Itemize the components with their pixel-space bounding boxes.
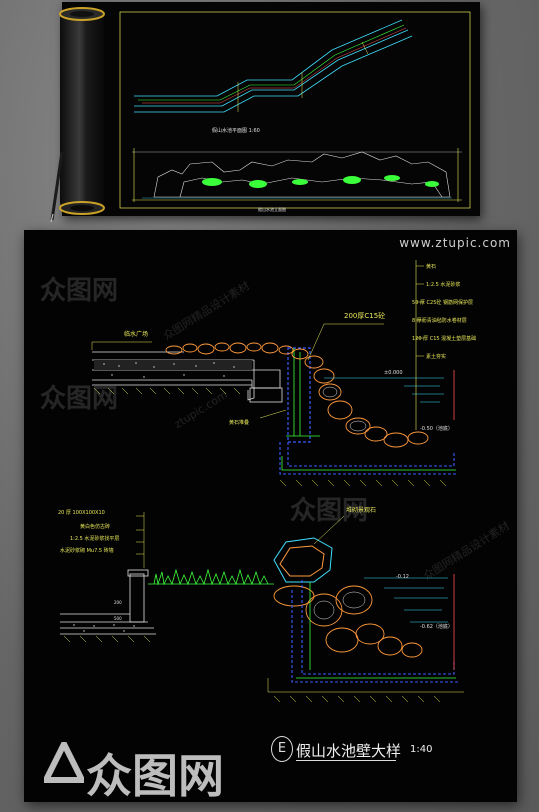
wall-detail-drawing: 临水广场 200厚C15砼 黄石堆叠 ±0.000 -0.50（池底） 黄石 1… xyxy=(58,260,476,703)
edge-layer-3: 1:2.5 水泥砂浆找平层 xyxy=(70,535,119,542)
bottom-brand-logo xyxy=(41,737,87,788)
edge-layer-1: 20 厚 100X100X10 xyxy=(58,510,105,516)
watermark-url: www.ztupic.com xyxy=(399,236,511,250)
wall-label: 200厚C15砼 xyxy=(344,311,385,320)
upper-layer-5: 120 厚 C15 混凝土垫层基础 xyxy=(412,335,476,342)
top-drawing-sheet: 假山水池平面图 1:60 假山水池立面图 xyxy=(62,2,480,216)
elevation-plants xyxy=(202,175,439,188)
level-b: -0.62（池底） xyxy=(420,623,453,630)
dim-b: 500 xyxy=(114,616,122,621)
edge-layer-4: 水泥砂浆砌 Mu7.5 砖墙 xyxy=(60,547,114,554)
title-underline xyxy=(296,760,396,761)
rolled-paper-tube xyxy=(46,4,118,216)
lower-rock-label: 堆砌景观石 xyxy=(346,506,376,514)
lower-big-rock xyxy=(273,537,333,583)
level-zero: ±0.000 xyxy=(384,370,403,376)
deck-aggregate xyxy=(103,362,235,378)
watermark-logo-2: 众图网 xyxy=(40,384,119,414)
upper-layer-2: 1:2.5 水泥砂浆 xyxy=(426,281,460,288)
upper-rocks xyxy=(165,342,429,448)
brand-mark-icon xyxy=(41,737,87,783)
detail-marker: E xyxy=(271,736,293,762)
drawing-scale: 1:40 xyxy=(410,744,433,755)
elevation-rockery xyxy=(153,151,451,198)
rock-label: 黄石堆叠 xyxy=(229,419,249,426)
watermark-logo-3: 众图网 xyxy=(290,496,369,526)
drawing-title: 假山水池壁大样 xyxy=(296,742,402,760)
level-a: -0.12 xyxy=(396,574,409,580)
bottom-brand-text: 众图网 xyxy=(86,749,224,803)
upper-layer-1: 黄石 xyxy=(426,263,436,270)
deck-label: 临水广场 xyxy=(124,330,148,338)
level-bottom: -0.50（池底） xyxy=(420,425,453,432)
lower-section: 20 厚 100X100X10 黄白色仿古砖 1:2.5 水泥砂浆找平层 水泥砂… xyxy=(58,506,464,703)
watermark-logo-1: 众图网 xyxy=(40,276,119,306)
grass-strip xyxy=(148,568,274,586)
top-sheet-frame xyxy=(119,11,471,209)
pond-plan xyxy=(134,19,413,113)
upper-layer-3: 50 厚 C25砼 钢筋网保护层 xyxy=(412,299,473,306)
dim-a: 200 xyxy=(114,600,122,605)
elevation-caption: 假山水池立面图 xyxy=(258,206,286,212)
upper-section: 临水广场 200厚C15砼 黄石堆叠 ±0.000 -0.50（池底） 黄石 1… xyxy=(91,260,476,487)
top-sheet-drawing: 假山水池平面图 1:60 假山水池立面图 xyxy=(119,11,471,212)
upper-layer-4: 8 厚沥青油毡防水卷材层 xyxy=(412,317,467,324)
lower-rocks xyxy=(273,585,423,658)
main-drawing-sheet xyxy=(24,230,517,802)
upper-layer-6: 素土夯实 xyxy=(426,353,446,360)
plan-caption: 假山水池平面图 1:60 xyxy=(212,127,260,134)
pen-icon xyxy=(50,151,64,223)
edge-layer-2: 黄白色仿古砖 xyxy=(80,523,110,530)
